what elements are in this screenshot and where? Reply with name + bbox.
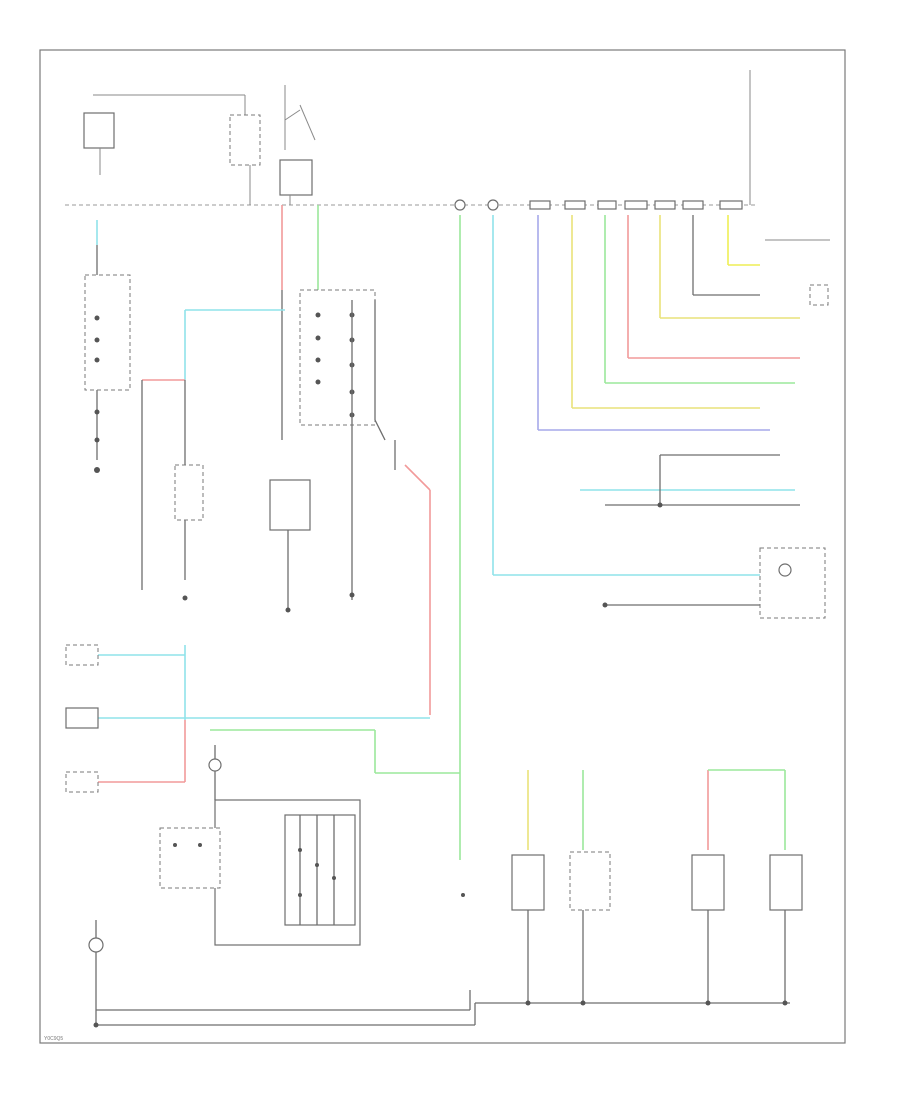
center-fuse-wires	[141, 205, 319, 590]
diagram-frame	[39, 49, 846, 1044]
top-right-splice-connectors	[454, 70, 751, 211]
dimmer-switch-wiring	[65, 644, 430, 793]
dimmer-red-wire	[95, 464, 431, 783]
output-wires-fan	[537, 215, 830, 431]
center-relay-boxes	[94, 464, 311, 613]
ground-bus	[93, 990, 790, 1028]
left-column-wiring	[84, 220, 131, 473]
bottom-left-lamp	[88, 920, 104, 1025]
gauge-control-module	[159, 745, 361, 946]
gauge-green-wire	[210, 729, 460, 774]
combination-switch-stack	[299, 289, 396, 600]
right-vertical-trunks	[459, 215, 795, 860]
bottom-right-lamps	[461, 769, 803, 1006]
right-side-switches	[602, 454, 826, 619]
diagram-code: Y0C9Q5	[44, 1036, 63, 1042]
top-left-relay-group	[83, 85, 316, 205]
